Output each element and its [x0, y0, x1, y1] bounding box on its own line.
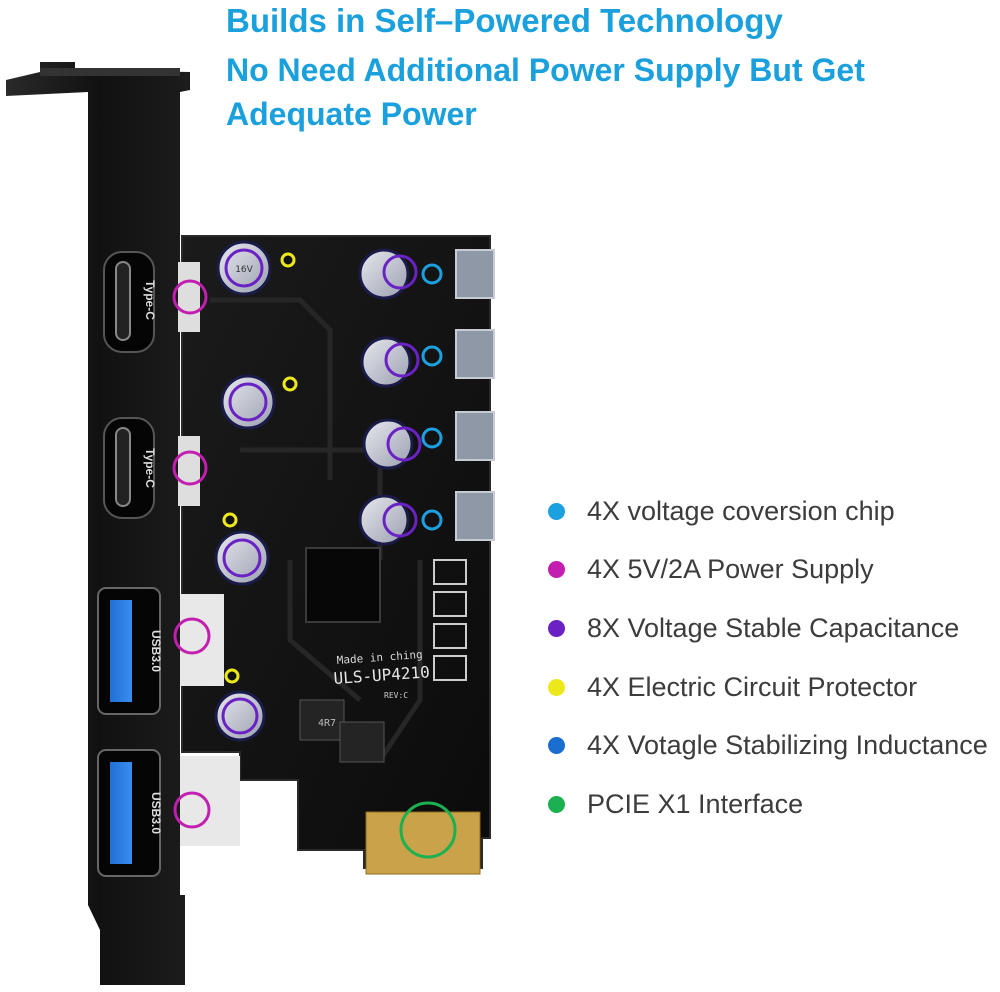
legend-item-conversion-chip: 4X voltage coversion chip: [548, 482, 988, 541]
green-dot-icon: [548, 795, 565, 813]
yellow-dot-icon: [548, 678, 565, 696]
controller-chip: [305, 547, 381, 623]
type-c-port-2: [103, 417, 155, 519]
darkblue-dot-icon: [548, 737, 565, 755]
legend-label: 4X Votagle Stabilizing Inductance: [587, 730, 988, 761]
highlight-purple-capacitance: [221, 248, 422, 735]
legend-label: PCIE X1 Interface: [587, 788, 804, 819]
highlight-green-pcie: [399, 801, 457, 859]
inductor-label: 4R7: [318, 718, 336, 729]
legend-item-inductance: 4X Votagle Stabilizing Inductance: [548, 716, 988, 775]
headline-line-2: No Need Additional Power Supply But Get: [226, 52, 865, 88]
feature-legend: 4X voltage coversion chip 4X 5V/2A Power…: [548, 482, 988, 834]
board-made-in-text: Made in ching: [336, 648, 423, 667]
usb3-port-2: [97, 749, 161, 877]
board-revision-text: REV:C: [384, 691, 408, 700]
headline-line-3: Adequate Power: [226, 96, 477, 132]
blue-dot-icon: [548, 502, 565, 520]
usb3-port-1: [97, 587, 161, 715]
highlight-magenta-power: [172, 279, 211, 829]
type-c-label-1: Type-C: [143, 280, 157, 320]
type-c-port-1: [103, 251, 155, 353]
legend-item-power-supply: 4X 5V/2A Power Supply: [548, 541, 988, 600]
legend-label: 4X voltage coversion chip: [587, 495, 895, 526]
legend-item-circuit-protector: 4X Electric Circuit Protector: [548, 658, 988, 717]
purple-dot-icon: [548, 619, 565, 637]
legend-item-capacitance: 8X Voltage Stable Capacitance: [548, 599, 988, 658]
type-c-label-2: Type-C: [143, 448, 157, 488]
highlight-yellow-protectors: [222, 252, 298, 684]
power-inductor: [299, 699, 385, 763]
voltage-inductors: [455, 249, 495, 541]
legend-label: 8X Voltage Stable Capacitance: [587, 612, 960, 643]
usb3-label-1: USB3.0: [149, 630, 163, 672]
legend-label: 4X 5V/2A Power Supply: [587, 554, 874, 585]
legend-label: 4X Electric Circuit Protector: [587, 671, 918, 702]
capacitor-rating: 16V: [235, 265, 253, 275]
legend-item-pcie-interface: PCIE X1 Interface: [548, 775, 988, 834]
headline-line-1: Builds in Self–Powered Technology: [226, 2, 783, 39]
highlight-blue-voltage-chips: [421, 263, 443, 531]
magenta-dot-icon: [548, 561, 565, 579]
pin-header: [433, 559, 467, 681]
pcie-x1-gold-fingers: [365, 811, 481, 875]
usb3-label-2: USB3.0: [149, 792, 163, 834]
